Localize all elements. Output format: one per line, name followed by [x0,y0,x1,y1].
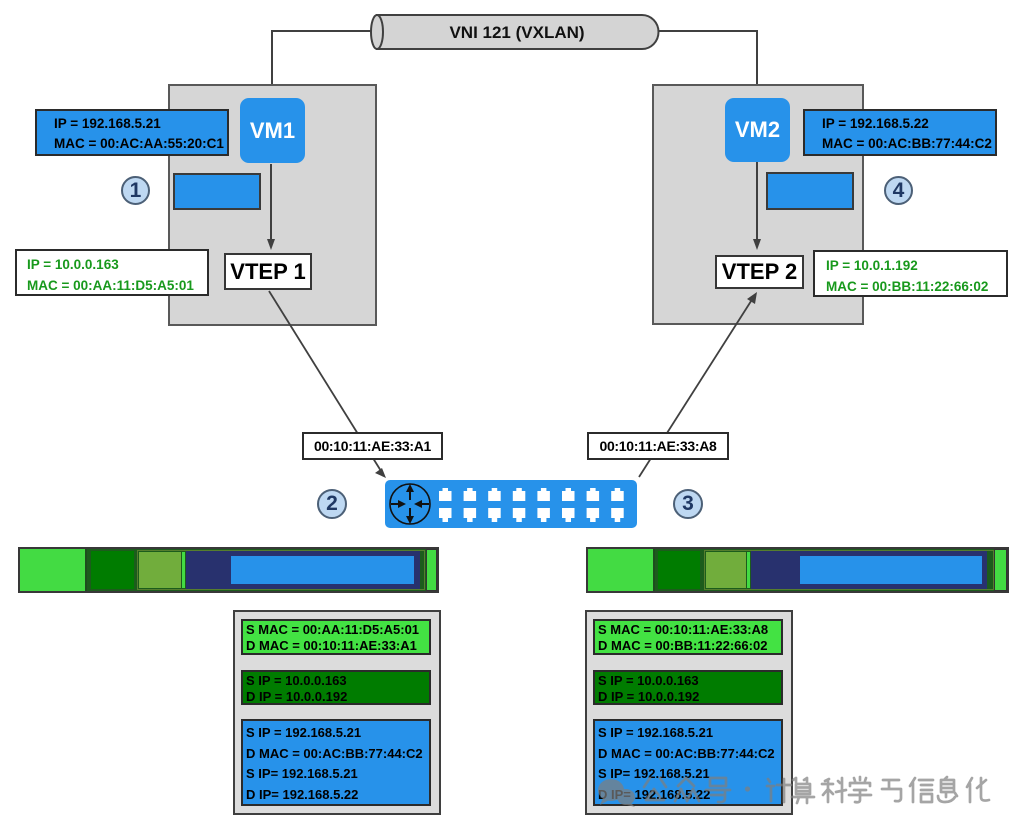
svg-text:VNI 121 (VXLAN): VNI 121 (VXLAN) [449,23,584,42]
